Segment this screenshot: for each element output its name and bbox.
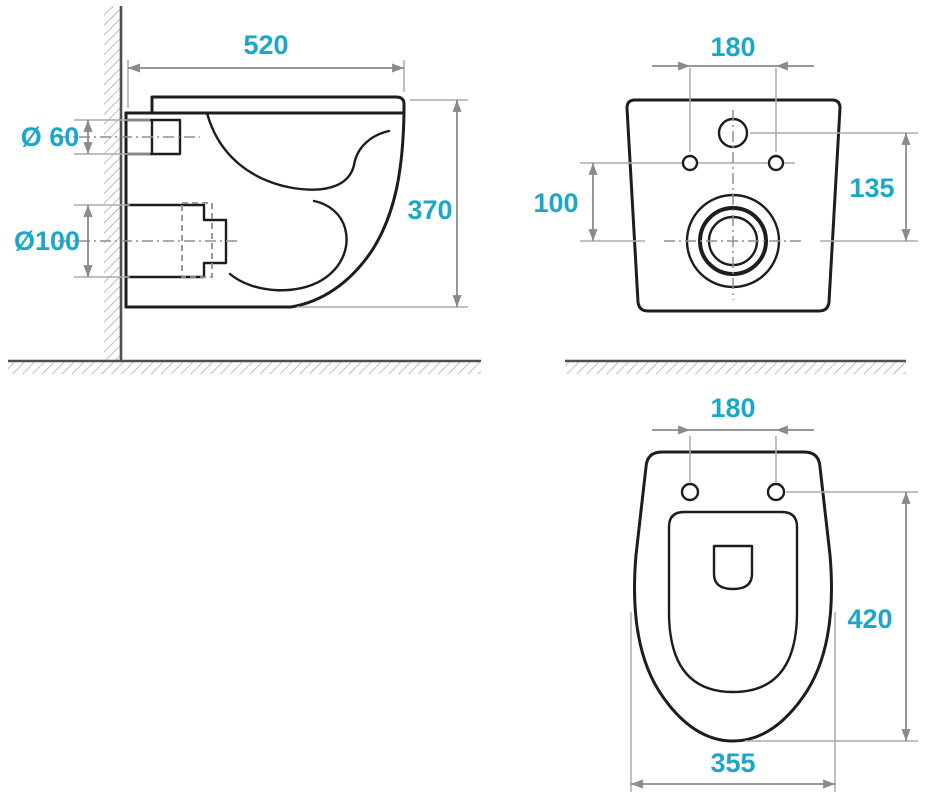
fixing-hole-right [767,154,785,172]
dim-label-outlet: Ø100 [14,226,80,256]
dimension-420: 420 [745,491,918,742]
dimension-135: 135 [849,133,911,241]
dim-label-180-top: 180 [710,393,755,423]
side-view: 520 370 Ø 60 Ø100 [8,6,481,374]
flush-outlet-detail [712,544,754,591]
seat-hole-left [680,482,700,502]
fixing-hole-left [681,154,699,172]
wall-hatch [104,6,123,361]
top-view: 180 420 355 [630,393,918,792]
bowl-inner-curve [205,111,391,191]
dim-label-180-front: 180 [710,32,755,62]
dimension-520: 520 [127,30,405,108]
dimension-180-top: 180 [652,393,814,482]
dim-label-135: 135 [849,173,894,203]
dimension-outlet-diameter: Ø100 [14,204,130,278]
dimension-370: 370 [297,99,468,308]
floor-hatch-band-left [8,362,481,374]
floor-hatch-left [8,359,481,374]
wall-hatch-band [104,6,121,361]
front-view: 180 100 135 [533,32,918,374]
dim-label-520: 520 [243,30,288,60]
trap-curve [228,199,348,292]
dimension-180-front: 180 [652,32,814,152]
floor-hatch-right [565,359,906,374]
seat-lid-outline [150,95,406,115]
floor-hatch-band-right [565,362,906,374]
hidden-pipework [58,136,240,278]
dim-label-420: 420 [847,604,892,634]
seat-hole-right [766,482,786,502]
toilet-side-outline [124,95,406,309]
dim-label-inlet: Ø 60 [21,122,80,152]
outlet-hidden-rect [181,202,213,278]
bowl-front-curve [289,111,406,309]
bowl-opening-outline [667,510,799,694]
dimension-inlet-diameter: Ø 60 [21,119,150,155]
dimension-355: 355 [630,612,836,792]
dimension-100: 100 [533,163,598,241]
dim-label-100: 100 [533,188,578,218]
dim-label-355: 355 [710,748,755,778]
dim-label-370: 370 [407,195,452,225]
